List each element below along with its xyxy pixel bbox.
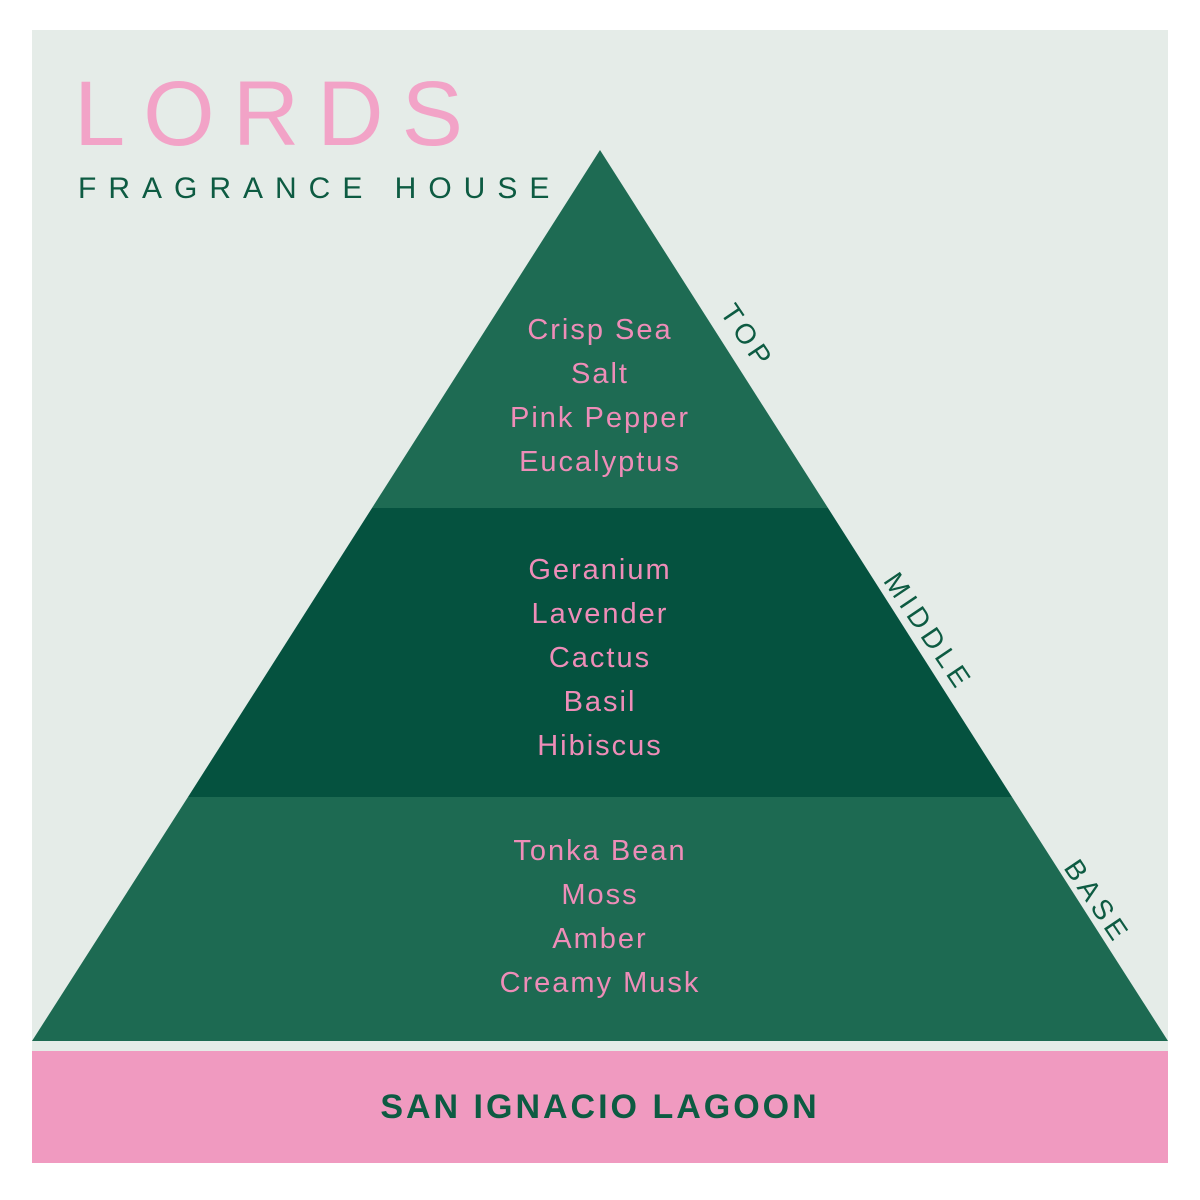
middle-notes-list: Geranium Lavender Cactus Basil Hibiscus xyxy=(188,548,1012,768)
note-item: Cactus xyxy=(548,642,652,674)
product-banner: SAN IGNACIO LAGOON xyxy=(32,1051,1168,1163)
pyramid-section-middle: Geranium Lavender Cactus Basil Hibiscus xyxy=(188,508,1012,797)
brand-name: LORDS xyxy=(74,63,481,165)
brand-tagline: FRAGRANCE HOUSE xyxy=(78,171,562,205)
fragrance-pyramid: Crisp Sea Salt Pink Pepper Eucalyptus Ge… xyxy=(32,150,1168,1041)
brand-logo: LORDS FRAGRANCE HOUSE xyxy=(74,66,561,206)
note-item: Pink Pepper xyxy=(510,402,690,434)
pyramid-section-top: Crisp Sea Salt Pink Pepper Eucalyptus xyxy=(372,150,828,508)
note-item: Amber xyxy=(552,923,648,955)
product-name: SAN IGNACIO LAGOON xyxy=(380,1087,820,1126)
top-notes-list: Crisp Sea Salt Pink Pepper Eucalyptus xyxy=(372,308,828,484)
note-item: Moss xyxy=(561,879,639,911)
note-item: Eucalyptus xyxy=(519,446,681,478)
note-item: Lavender xyxy=(531,598,669,630)
note-item: Geranium xyxy=(528,554,672,586)
note-item: Tonka Bean xyxy=(513,835,687,867)
pyramid-section-base: Tonka Bean Moss Amber Creamy Musk xyxy=(32,797,1168,1041)
poster-panel: LORDS FRAGRANCE HOUSE Crisp Sea Salt Pin… xyxy=(32,30,1168,1163)
note-item: Basil xyxy=(563,686,637,718)
note-item: Crisp Sea xyxy=(527,314,673,346)
note-item: Creamy Musk xyxy=(499,967,701,999)
note-item: Hibiscus xyxy=(537,730,663,762)
base-notes-list: Tonka Bean Moss Amber Creamy Musk xyxy=(32,829,1168,1005)
note-item: Salt xyxy=(571,358,629,390)
